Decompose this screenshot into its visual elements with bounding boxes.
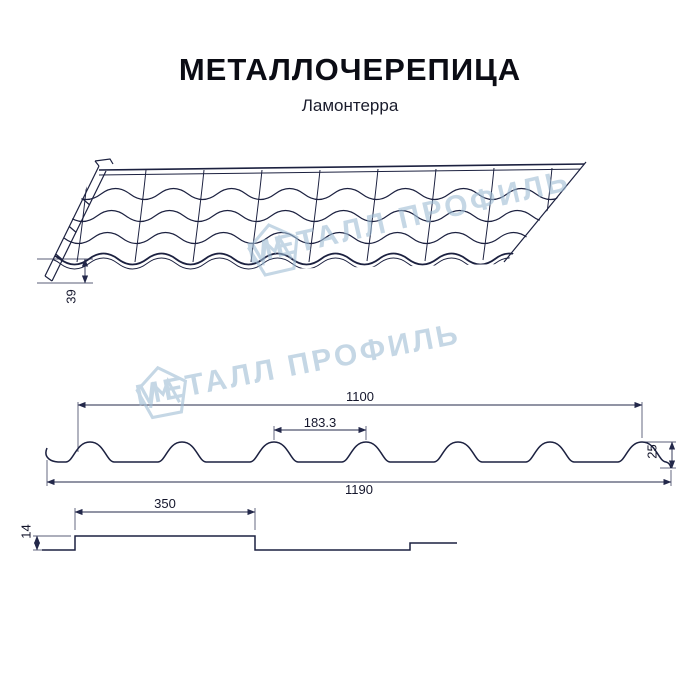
dim-1190-lines [46, 460, 672, 486]
step-profile-line [42, 535, 457, 551]
gable-trim [44, 158, 114, 282]
dim-label-14: 14 [18, 524, 34, 539]
roof-perspective-drawing [37, 158, 591, 284]
dim-label-39: 39 [63, 289, 79, 304]
dim-label-25: 25 [644, 444, 660, 459]
product-subtitle: Ламонтерра [301, 96, 399, 115]
dim-label-1100: 1100 [346, 389, 374, 404]
product-title: МЕТАЛЛОЧЕРЕПИЦА [178, 52, 522, 87]
dim-350-lines [74, 508, 256, 530]
dim-label-350: 350 [154, 496, 176, 511]
dim-183-lines [273, 426, 367, 440]
tile-profile-curve [45, 441, 672, 469]
dim-14-lines [33, 535, 71, 551]
dim-label-183: 183.3 [303, 415, 337, 430]
dim-39-lines [37, 258, 93, 284]
dim-25-lines [645, 441, 676, 469]
module-step-drawing [33, 508, 457, 551]
dim-label-1190: 1190 [345, 482, 373, 497]
